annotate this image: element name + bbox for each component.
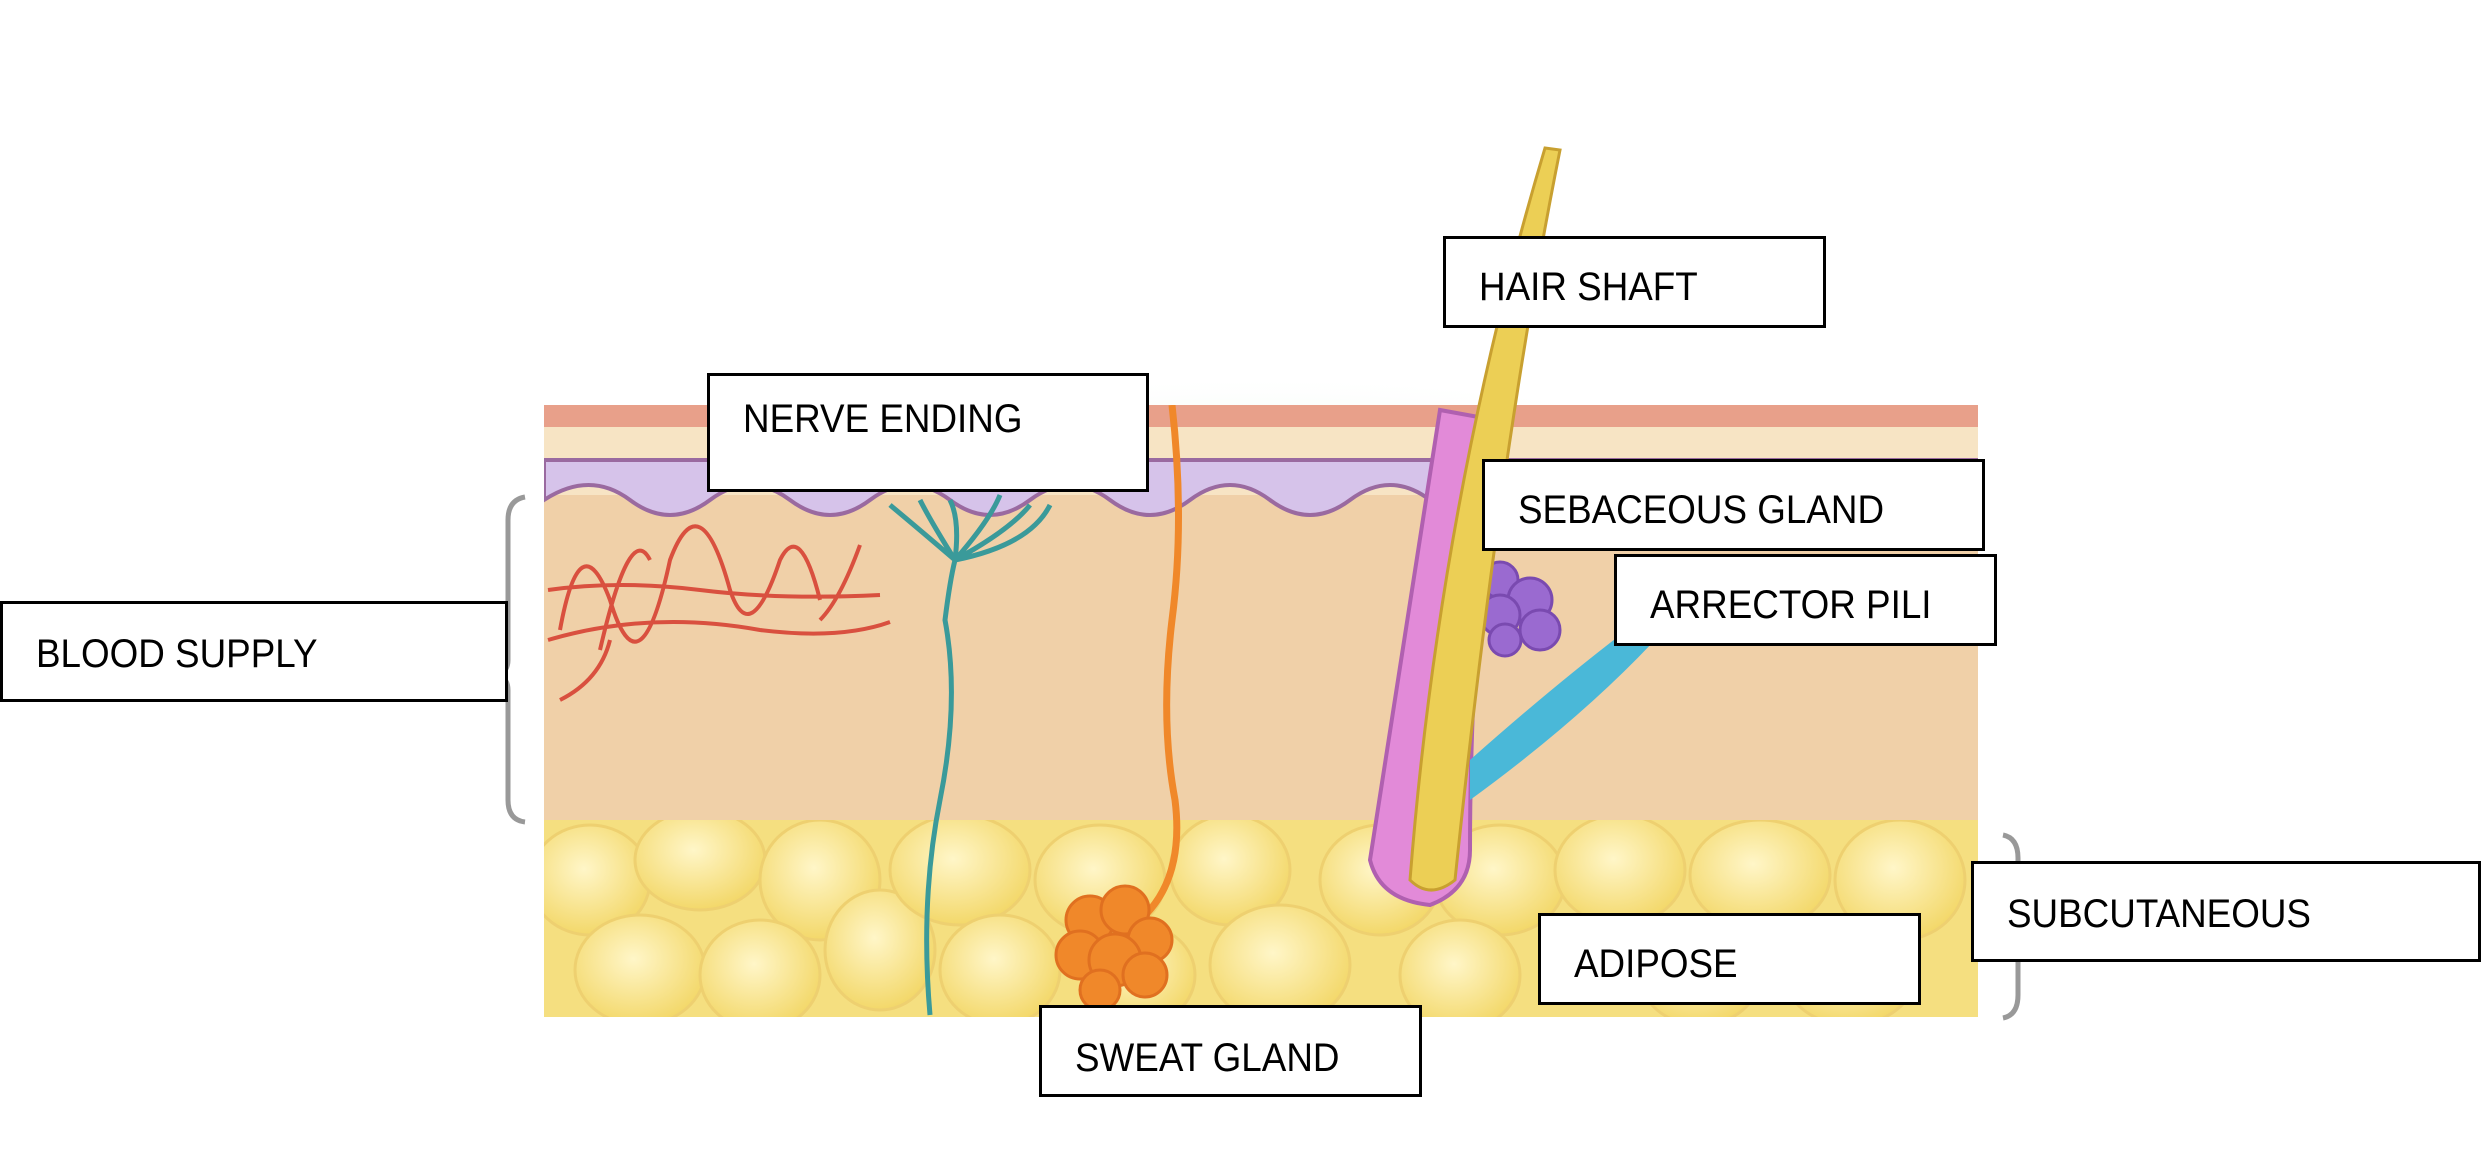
hair-shaft-label: HAIR SHAFT [1443, 236, 1826, 328]
nerve-ending-text: NERVE ENDING [743, 397, 1023, 441]
nerve-fiber [888, 494, 1053, 1016]
sweat-gland-coil [1054, 884, 1174, 1012]
blood-supply-label: BLOOD SUPPLY [0, 601, 508, 702]
arrector-pili-text: ARRECTOR PILI [1650, 583, 1932, 627]
subcutaneous-label: SUBCUTANEOUS [1971, 861, 2481, 962]
arrector-pili-label: ARRECTOR PILI [1614, 554, 1997, 646]
sweat-gland-label: SWEAT GLAND [1039, 1005, 1422, 1097]
arrector-pili-muscle [1470, 620, 1655, 800]
sebaceous-gland-text: SEBACEOUS GLAND [1518, 488, 1885, 532]
sebaceous-gland-label: SEBACEOUS GLAND [1482, 459, 1985, 551]
subcutaneous-text: SUBCUTANEOUS [2007, 892, 2311, 936]
blood-vessels [547, 524, 891, 702]
sweat-duct [1137, 405, 1182, 923]
hair-shaft-text: HAIR SHAFT [1479, 265, 1698, 309]
sweat-gland-text: SWEAT GLAND [1075, 1036, 1340, 1080]
blood-supply-text: BLOOD SUPPLY [36, 632, 318, 676]
adipose-label: ADIPOSE [1538, 913, 1921, 1005]
nerve-ending-label: NERVE ENDING [707, 373, 1149, 492]
adipose-text: ADIPOSE [1574, 942, 1738, 986]
